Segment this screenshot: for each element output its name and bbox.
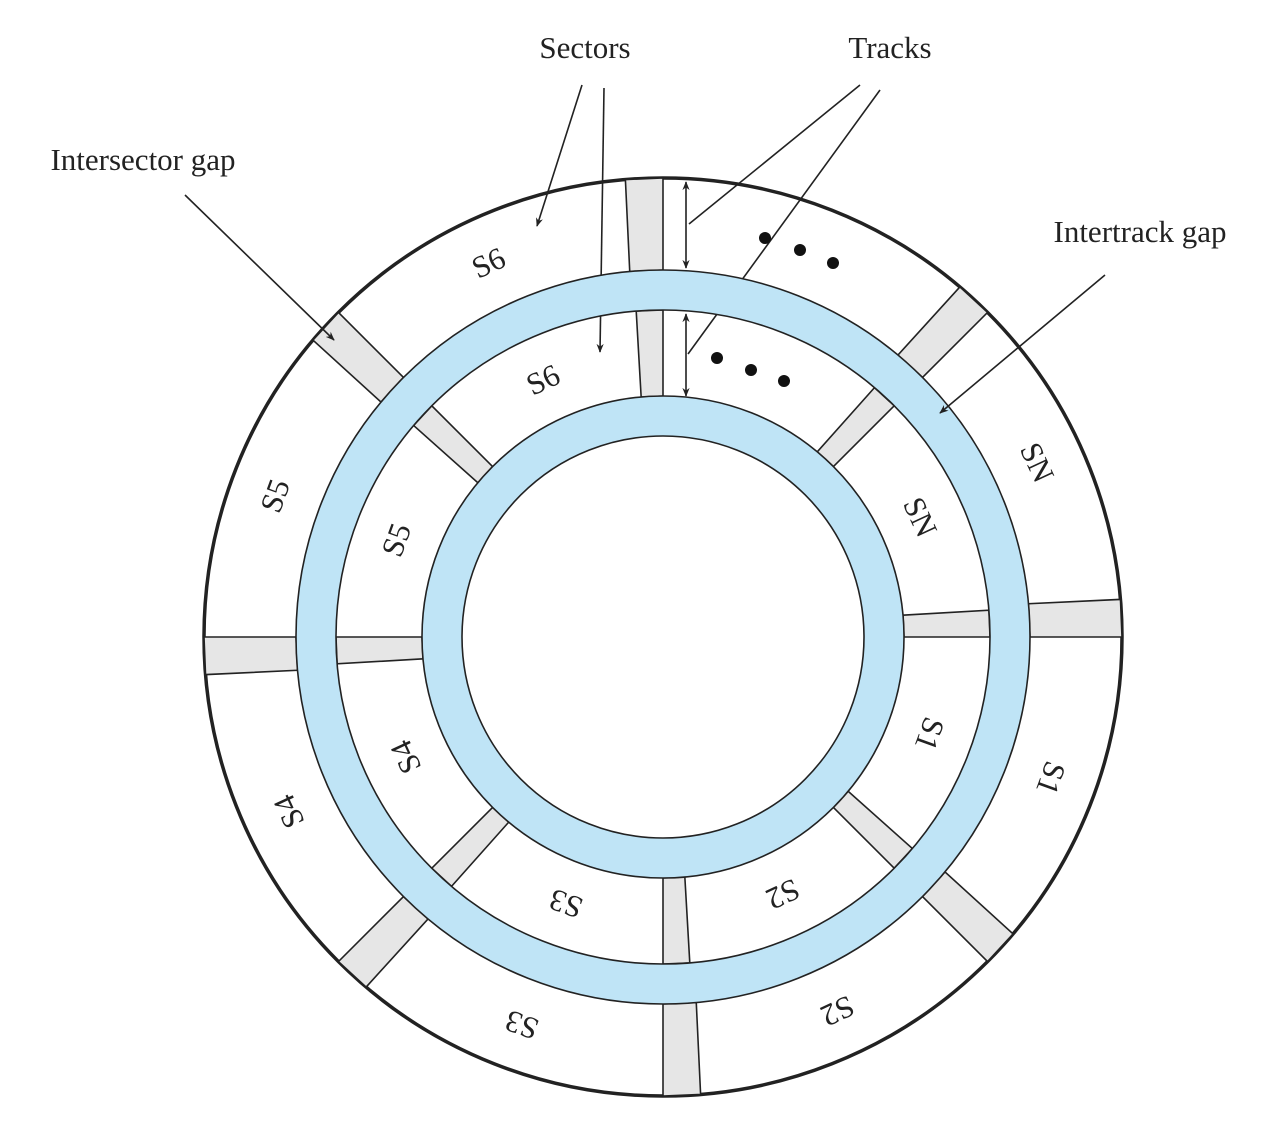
outer-track-intersector-gaps	[203, 177, 1123, 1097]
intersector-gap-pointer-line	[184, 194, 335, 341]
disk-hub	[461, 435, 865, 839]
intertrack-gap-label: Intertrack gap	[1054, 214, 1227, 249]
ring-edge	[421, 395, 905, 879]
ring-edge	[335, 309, 991, 965]
intersector-gap	[635, 309, 664, 398]
ellipsis-dot	[711, 352, 723, 364]
ellipsis-dot	[794, 244, 806, 256]
sectors-pointer-line-outer	[536, 84, 583, 227]
intersector-gap	[203, 636, 299, 676]
ellipsis-dot	[759, 232, 771, 244]
ellipsis-dot	[778, 375, 790, 387]
intersector-gap	[662, 1001, 702, 1097]
intersector-gap	[624, 177, 664, 273]
ellipsis-dot	[745, 364, 757, 376]
tracks-pointer-line-outer	[688, 84, 861, 225]
sectors-label: Sectors	[539, 30, 630, 65]
intersector-gap	[662, 876, 691, 965]
tracks-label: Tracks	[848, 30, 931, 65]
intersector-gap-label: Intersector gap	[50, 142, 235, 177]
ellipsis-dot	[827, 257, 839, 269]
intertrack-gap-ring-outer	[296, 270, 1030, 1004]
intertrack-gap-ring-inner	[422, 396, 904, 878]
ring-edge	[295, 269, 1031, 1005]
intersector-gap	[335, 636, 424, 665]
intersector-gap	[1027, 598, 1123, 638]
intersector-gap	[902, 609, 991, 638]
continuation-dots	[711, 232, 839, 387]
intertrack-gap-pointer-line	[939, 274, 1106, 414]
